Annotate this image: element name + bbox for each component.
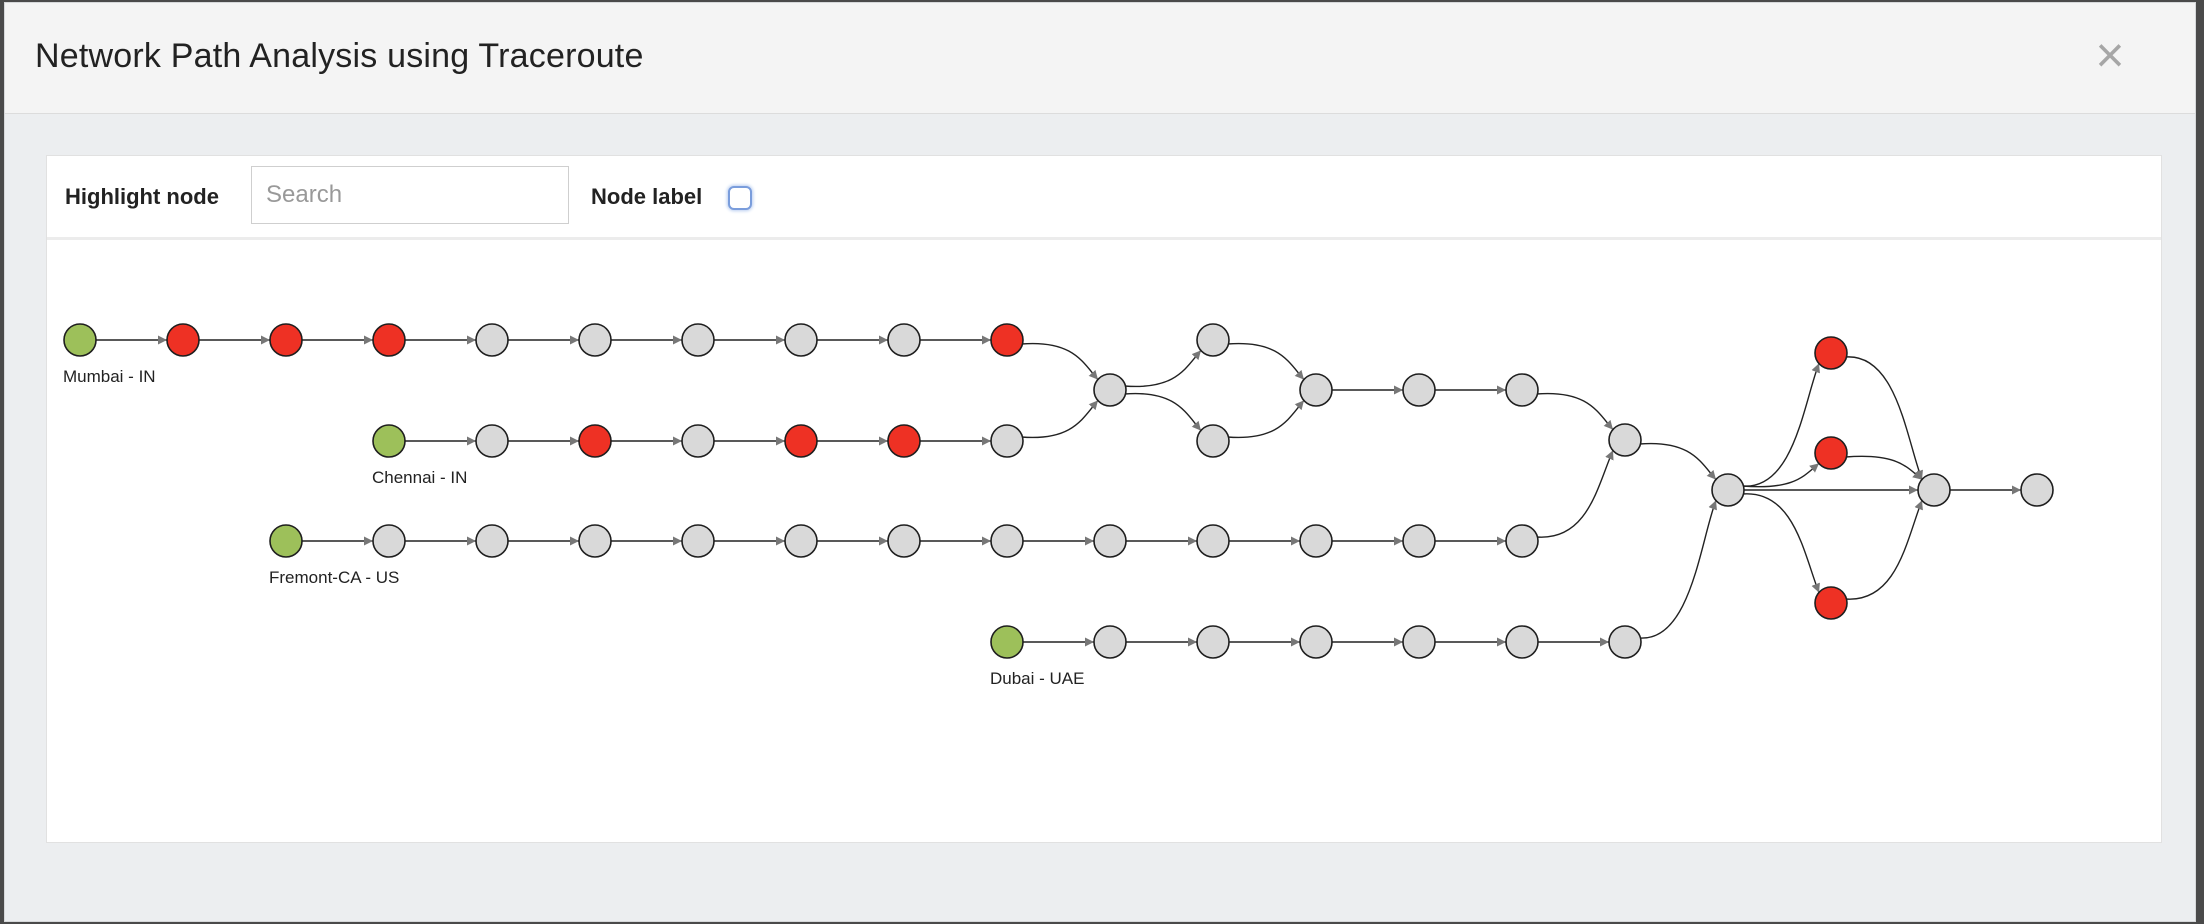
modal-title: Network Path Analysis using Traceroute — [35, 37, 644, 75]
graph-edge — [1845, 500, 1923, 600]
graph-edge — [1227, 342, 1305, 381]
alert-hop-node[interactable] — [578, 424, 612, 458]
alert-hop-node[interactable] — [269, 323, 303, 357]
hop-node[interactable] — [681, 524, 715, 558]
hop-node[interactable] — [1505, 373, 1539, 407]
source-node-label: Chennai - IN — [372, 468, 467, 487]
graph-edge — [1536, 392, 1614, 431]
graph-panel: Highlight node Node label Mumbai - IN Che… — [46, 155, 2162, 843]
hop-node[interactable] — [1299, 524, 1333, 558]
alert-hop-node[interactable] — [372, 323, 406, 357]
source-node[interactable] — [990, 625, 1024, 659]
hop-node[interactable] — [2020, 473, 2054, 507]
node-layer: Mumbai - IN Chennai - IN Fremont-CA - US Du… — [63, 323, 2054, 688]
node-label-toggle-label: Node label — [591, 184, 703, 209]
source-node-label: Dubai - UAE — [990, 669, 1084, 688]
hop-node[interactable] — [990, 424, 1024, 458]
graph-edge — [1845, 455, 1923, 481]
alert-hop-node[interactable] — [990, 323, 1024, 357]
hop-node[interactable] — [475, 323, 509, 357]
graph-edge — [1845, 356, 1923, 480]
source-node[interactable] — [372, 424, 406, 458]
hop-node[interactable] — [475, 424, 509, 458]
hop-node[interactable] — [681, 424, 715, 458]
hop-node[interactable] — [887, 323, 921, 357]
alert-hop-node[interactable] — [784, 424, 818, 458]
graph-edge — [1021, 399, 1099, 439]
traceroute-modal: Network Path Analysis using Traceroute ×… — [4, 2, 2196, 922]
graph-edge — [1742, 493, 1820, 593]
hop-node[interactable] — [578, 323, 612, 357]
hop-node[interactable] — [1505, 524, 1539, 558]
hop-node[interactable] — [1196, 323, 1230, 357]
graph-edge — [1742, 363, 1820, 487]
graph-toolbar: Highlight node Node label — [47, 156, 2161, 240]
graph-edge — [1536, 450, 1614, 538]
hop-node[interactable] — [372, 524, 406, 558]
hop-node[interactable] — [1299, 373, 1333, 407]
hop-node[interactable] — [1917, 473, 1951, 507]
hop-node[interactable] — [475, 524, 509, 558]
hop-node[interactable] — [1711, 473, 1745, 507]
hop-node[interactable] — [1299, 625, 1333, 659]
hop-node[interactable] — [784, 323, 818, 357]
close-icon[interactable]: × — [2095, 27, 2125, 83]
graph-edge — [1639, 442, 1717, 481]
hop-node[interactable] — [681, 323, 715, 357]
highlight-node-label: Highlight node — [65, 184, 219, 209]
hop-node[interactable] — [1093, 373, 1127, 407]
graph-edge — [1124, 392, 1202, 432]
hop-node[interactable] — [990, 524, 1024, 558]
highlight-node-search-input[interactable] — [251, 166, 569, 224]
hop-node[interactable] — [1402, 373, 1436, 407]
graph-edge — [1742, 462, 1820, 488]
graph-edge — [1639, 500, 1717, 639]
hop-node[interactable] — [784, 524, 818, 558]
source-node-label: Fremont-CA - US — [269, 568, 399, 587]
alert-hop-node[interactable] — [1814, 436, 1848, 470]
alert-hop-node[interactable] — [1814, 586, 1848, 620]
source-node[interactable] — [269, 524, 303, 558]
graph-edge — [1124, 349, 1202, 388]
network-path-graph: Mumbai - IN Chennai - IN Fremont-CA - US Du… — [63, 323, 2054, 688]
alert-hop-node[interactable] — [1814, 336, 1848, 370]
hop-node[interactable] — [1196, 625, 1230, 659]
source-node-label: Mumbai - IN — [63, 367, 156, 386]
graph-edge — [1227, 399, 1305, 439]
hop-node[interactable] — [1608, 625, 1642, 659]
hop-node[interactable] — [1402, 625, 1436, 659]
hop-node[interactable] — [578, 524, 612, 558]
source-node[interactable] — [63, 323, 97, 357]
hop-node[interactable] — [1093, 524, 1127, 558]
alert-hop-node[interactable] — [166, 323, 200, 357]
edge-layer — [96, 335, 2021, 647]
graph-edge — [1021, 342, 1099, 381]
node-label-checkbox[interactable] — [728, 186, 752, 210]
hop-node[interactable] — [1608, 423, 1642, 457]
hop-node[interactable] — [1196, 424, 1230, 458]
hop-node[interactable] — [1505, 625, 1539, 659]
hop-node[interactable] — [1093, 625, 1127, 659]
alert-hop-node[interactable] — [887, 424, 921, 458]
hop-node[interactable] — [887, 524, 921, 558]
hop-node[interactable] — [1402, 524, 1436, 558]
hop-node[interactable] — [1196, 524, 1230, 558]
modal-header: Network Path Analysis using Traceroute × — [5, 3, 2195, 114]
